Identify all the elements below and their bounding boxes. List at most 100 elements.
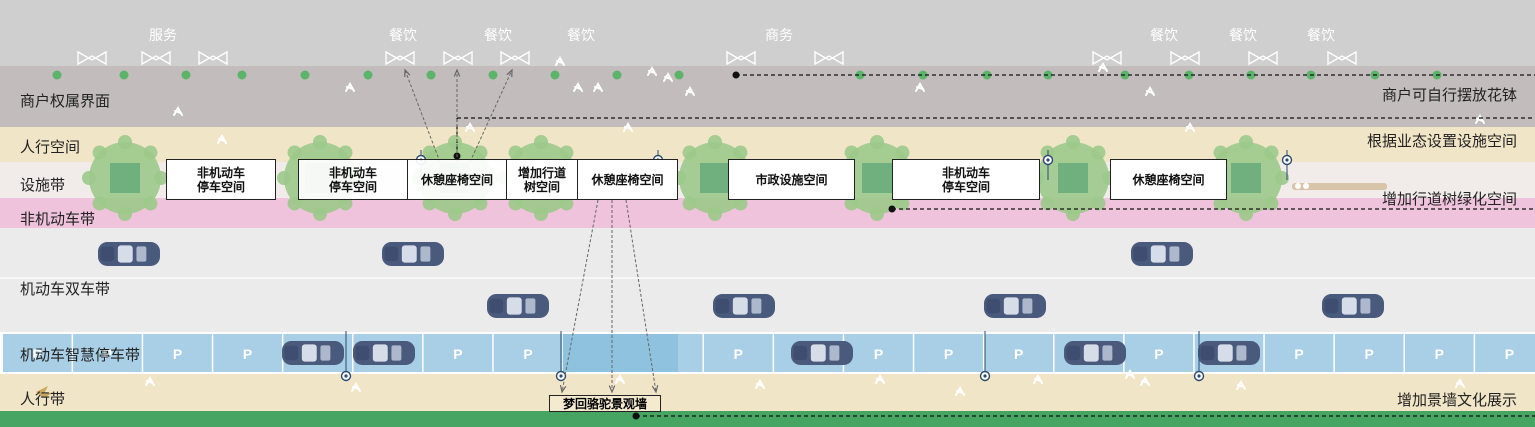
- car-rear-window: [1102, 345, 1113, 361]
- leader-dot-wall: [632, 412, 640, 420]
- parking-stall: [1334, 334, 1404, 372]
- awning-outline: [141, 50, 171, 66]
- car-rear-window: [525, 298, 536, 314]
- zone-rest-seating-1: 休憩座椅空间: [407, 159, 507, 200]
- tree-canopy-lobe: [1040, 196, 1055, 211]
- car-icon: [353, 341, 415, 365]
- car-hood: [384, 246, 399, 262]
- car-windshield: [506, 297, 522, 315]
- car-hood: [986, 298, 1001, 314]
- leaf-mark: [217, 133, 227, 144]
- tree-canopy-lobe: [708, 135, 722, 149]
- leaf-mark: [173, 105, 183, 116]
- tree-canopy-lobe: [277, 171, 291, 185]
- leaf-mark: [1098, 61, 1108, 72]
- parking-p-icon: P: [103, 346, 112, 362]
- car-windshield: [117, 245, 133, 263]
- tree-canopy-lobe: [1091, 145, 1106, 160]
- car-hood: [355, 345, 370, 361]
- tree-canopy-lobe: [338, 145, 353, 160]
- parking-stall: [704, 334, 773, 372]
- car-hood: [793, 345, 808, 361]
- car-icon: [1064, 341, 1126, 365]
- tree-canopy-lobe: [708, 207, 722, 221]
- band-label-bike-lane: 非机动车带: [20, 210, 96, 228]
- car-rear-window: [1022, 298, 1033, 314]
- flowerpot-dot: [300, 70, 310, 80]
- sightline-arrow-head: [651, 385, 659, 394]
- leaf-mark: [1140, 375, 1150, 386]
- shop-awning-icon: [500, 50, 530, 66]
- flowerpot-dot: [119, 70, 129, 80]
- tree-canopy-lobe: [313, 135, 327, 149]
- leaf-mark: [593, 81, 603, 92]
- tree-canopy-lobe: [118, 135, 132, 149]
- car-hood: [489, 298, 504, 314]
- lamp-core: [559, 374, 563, 378]
- tree-canopy-lobe: [1239, 207, 1253, 221]
- shop-awning-icon: [1170, 50, 1200, 66]
- leaf-mark: [755, 378, 765, 389]
- awning-outline: [1092, 50, 1122, 66]
- parking-p-icon: P: [734, 346, 743, 362]
- awning-outline: [814, 50, 844, 66]
- band-label-facility-zone: 设施带: [20, 176, 66, 194]
- flowerpot-dot: [855, 70, 865, 80]
- shop-awning-icon: [1092, 50, 1122, 66]
- shop-label-dining-3: 餐饮: [567, 28, 595, 44]
- awning-outline: [443, 50, 473, 66]
- shop-awning-icon: [77, 50, 107, 66]
- car-hood: [100, 246, 115, 262]
- shop-awning-icon: [443, 50, 473, 66]
- shop-label-service: 服务: [149, 28, 177, 44]
- zone-rest-seating-2: 休憩座椅空间: [577, 159, 678, 200]
- car-icon: [984, 294, 1046, 318]
- street-lamp-icon: [979, 331, 991, 382]
- car-windshield: [810, 344, 826, 362]
- parking-p-icon: P: [243, 346, 252, 362]
- parking-p-icon: P: [1505, 346, 1514, 362]
- zone-rest-seating-3: 休憩座椅空间: [1110, 159, 1227, 200]
- leader-dot-trees: [888, 205, 896, 213]
- tree-canopy-lobe: [422, 145, 437, 160]
- car-rear-window: [1169, 246, 1180, 262]
- car-windshield: [401, 245, 417, 263]
- awning-outline: [500, 50, 530, 66]
- tree-canopy-lobe: [870, 135, 884, 149]
- shop-label-dining-1: 餐饮: [389, 28, 417, 44]
- tree-canopy-lobe: [895, 145, 910, 160]
- flowerpot-dot: [237, 70, 247, 80]
- leaf-mark: [1033, 373, 1043, 384]
- tree-canopy-lobe: [870, 207, 884, 221]
- leaf-mark: [615, 373, 625, 384]
- car-windshield: [732, 297, 748, 315]
- car-windshield: [1083, 344, 1099, 362]
- parking-p-icon: P: [1014, 346, 1023, 362]
- awning-outline: [1327, 50, 1357, 66]
- street-lamp-icon: [1193, 331, 1205, 382]
- tree-canopy-lobe: [92, 145, 107, 160]
- sightline-arrow: [404, 69, 441, 163]
- shop-awning-icon: [385, 50, 415, 66]
- street-lamp-icon: [1042, 150, 1054, 180]
- car-rear-window: [391, 345, 402, 361]
- leaf-mark: [955, 385, 965, 396]
- street-lamp-icon: [340, 331, 352, 382]
- shop-label-business: 商务: [765, 28, 793, 44]
- parking-stall: [143, 334, 212, 372]
- flowerpot-dot: [426, 70, 436, 80]
- tree-pit-icon: [862, 163, 892, 193]
- tree-canopy-lobe: [92, 196, 107, 211]
- sidewalk-band: [0, 374, 1535, 411]
- tree-pit-icon: [110, 163, 140, 193]
- sightline-arrow: [469, 69, 513, 163]
- parking-stall: [984, 334, 1053, 372]
- leaf-mark: [875, 373, 885, 384]
- parking-p-icon: P: [1435, 346, 1444, 362]
- car-hood: [1066, 345, 1081, 361]
- car-icon: [1198, 341, 1260, 365]
- sightline-arrow: [561, 199, 599, 393]
- leaf-mark: [1236, 379, 1246, 390]
